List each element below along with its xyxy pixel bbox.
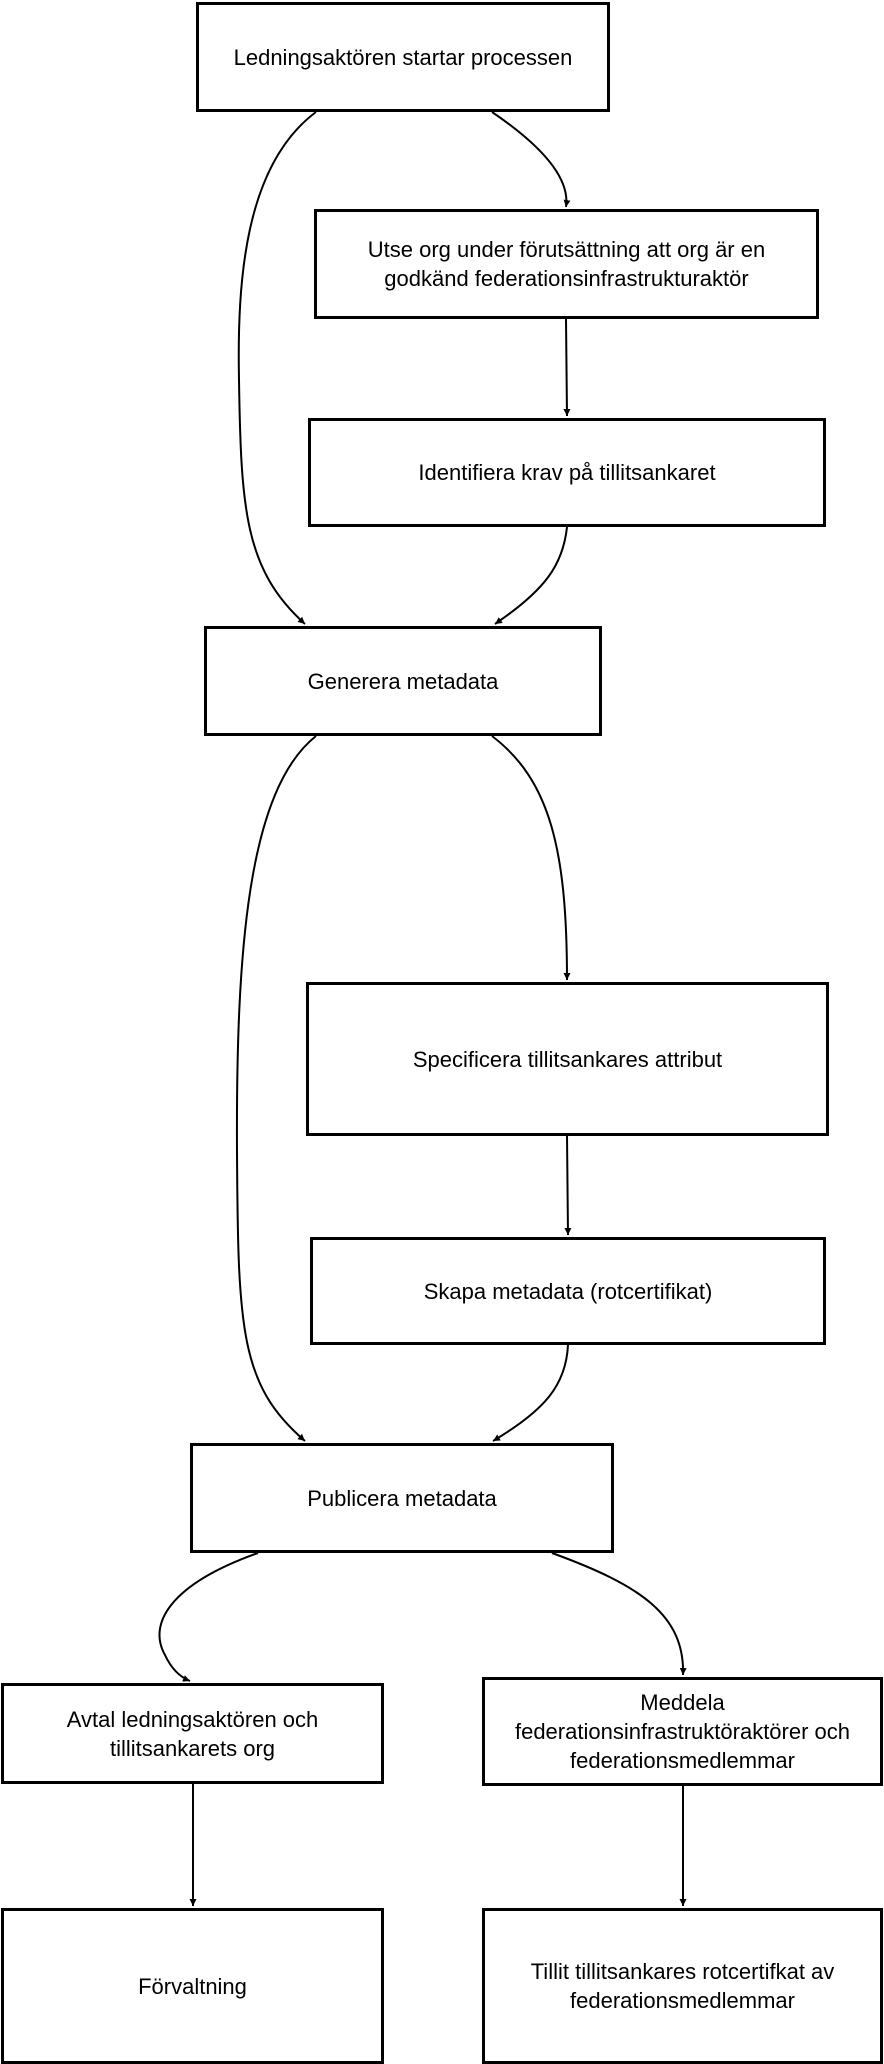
edge-publish-to-notify: [551, 1552, 687, 1676]
edge-identify-to-generate: [494, 526, 568, 625]
node-specify: Specificera tillitsankares attribut: [306, 982, 829, 1136]
node-generate: Generera metadata: [204, 626, 602, 736]
edge-generate-to-publish: [235, 735, 317, 1442]
node-management: Förvaltning: [1, 1908, 384, 2064]
edge-create-to-publish: [492, 1344, 569, 1442]
node-start: Ledningsaktören startar processen: [196, 2, 610, 112]
edge-publish-to-agreement: [158, 1552, 259, 1682]
edge-specify-to-create: [564, 1135, 572, 1236]
node-appoint: Utse org under förutsättning att org är …: [314, 209, 819, 319]
edge-start-to-generate: [237, 111, 317, 625]
node-create: Skapa metadata (rotcertifikat): [310, 1237, 826, 1345]
node-notify: Meddela federationsinfrastruktöraktörer …: [482, 1677, 883, 1786]
edge-appoint-to-identify: [563, 318, 571, 417]
node-agreement: Avtal ledningsaktören och tillitsankaret…: [1, 1683, 384, 1784]
edge-start-to-appoint: [491, 111, 571, 208]
node-identify: Identifiera krav på tillitsankaret: [308, 418, 826, 527]
node-trust: Tillit tillitsankares rotcertifkat av fe…: [482, 1908, 883, 2064]
edge-generate-to-specify: [491, 735, 571, 981]
node-publish: Publicera metadata: [190, 1443, 614, 1553]
